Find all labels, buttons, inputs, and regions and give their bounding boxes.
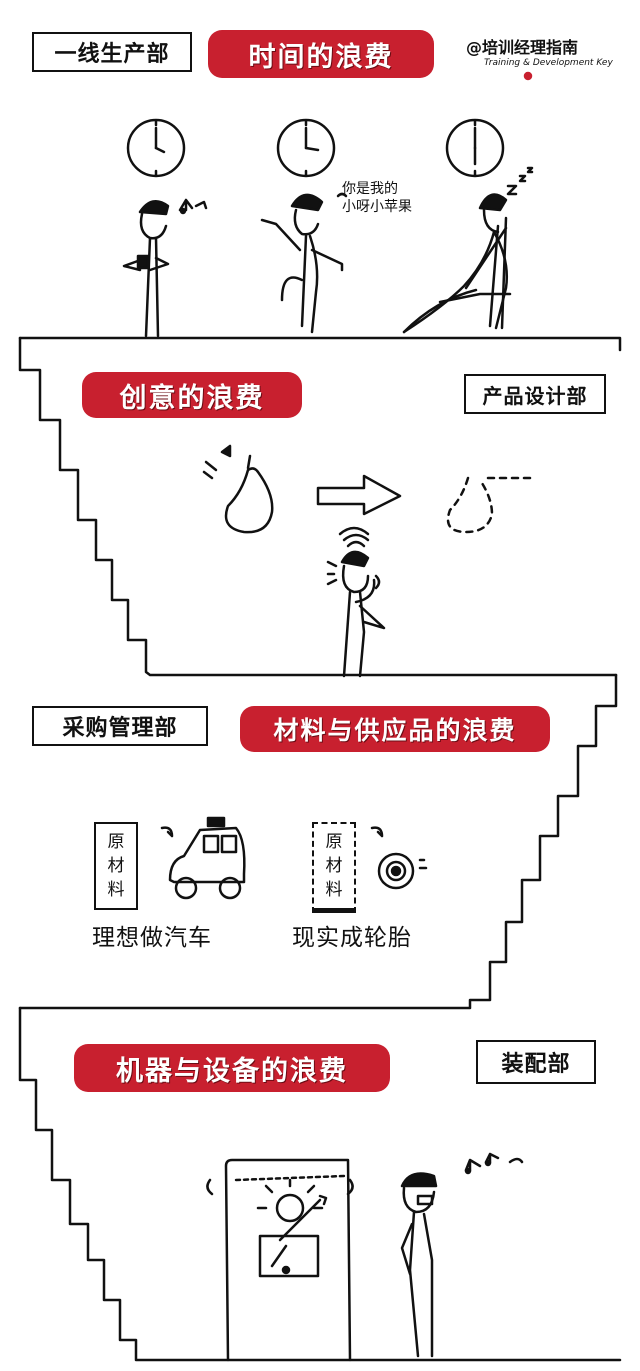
material-char: 原 xyxy=(325,832,343,852)
department-label-design: 产品设计部 xyxy=(464,374,606,414)
material-char: 材 xyxy=(325,856,343,876)
staircase-1 xyxy=(18,336,618,677)
sleep-z-icon xyxy=(506,166,534,196)
speech-bubble-text: 你是我的 小呀小苹果 xyxy=(342,180,452,216)
worker-figure-dancing xyxy=(260,193,344,334)
worker-figure-phone xyxy=(122,199,170,338)
car-icon xyxy=(168,816,246,900)
brand-name: @培训经理指南 xyxy=(466,38,579,57)
arrow-hook-1 xyxy=(160,826,174,838)
clock-icon-2 xyxy=(276,118,336,178)
pear-dashed-icon xyxy=(446,476,534,534)
floor-line-1 xyxy=(18,336,622,352)
caption-reality: 现实成轮胎 xyxy=(292,925,412,951)
waste-banner-materials: 材料与供应品的浪费 xyxy=(240,706,550,752)
tire-icon xyxy=(377,852,428,890)
waste-banner-time: 时间的浪费 xyxy=(208,30,434,78)
staircase-2 xyxy=(18,673,618,1010)
department-label-production: 一线生产部 xyxy=(32,32,192,72)
speech-mark xyxy=(336,192,348,198)
material-char: 料 xyxy=(107,880,125,900)
worker-figure-standing xyxy=(400,1172,438,1358)
brand-dot-icon xyxy=(523,71,533,81)
waste-banner-machine: 机器与设备的浪费 xyxy=(74,1044,390,1092)
material-char: 原 xyxy=(107,832,125,852)
music-notes-icon xyxy=(464,1152,524,1175)
arrow-hook-2 xyxy=(370,826,384,838)
music-note-icon xyxy=(178,198,208,215)
department-label-purchasing: 采购管理部 xyxy=(32,706,208,746)
material-char: 料 xyxy=(325,880,343,900)
wall-line-4 xyxy=(18,1006,622,1362)
machine-icon xyxy=(206,1158,354,1362)
brand-tagline: Training & Development Key xyxy=(484,58,613,68)
worker-figure-confused xyxy=(326,526,386,678)
material-box-ideal: 原 材 料 xyxy=(94,822,138,910)
department-label-assembly: 装配部 xyxy=(476,1040,596,1084)
worker-figure-sleeping xyxy=(402,193,512,334)
speech-line-1: 你是我的 xyxy=(342,181,398,197)
speech-line-2: 小呀小苹果 xyxy=(342,199,412,215)
caption-ideal: 理想做汽车 xyxy=(92,925,212,951)
pear-icon xyxy=(202,444,274,534)
material-box-reality: 原 材 料 xyxy=(312,822,356,913)
clock-icon-3 xyxy=(445,118,505,178)
clock-icon-1 xyxy=(126,118,186,178)
waste-banner-idea: 创意的浪费 xyxy=(82,372,302,418)
material-char: 材 xyxy=(107,856,125,876)
arrow-right-icon xyxy=(316,474,402,516)
brand-logo: @培训经理指南 Training & Development Key xyxy=(466,34,626,68)
